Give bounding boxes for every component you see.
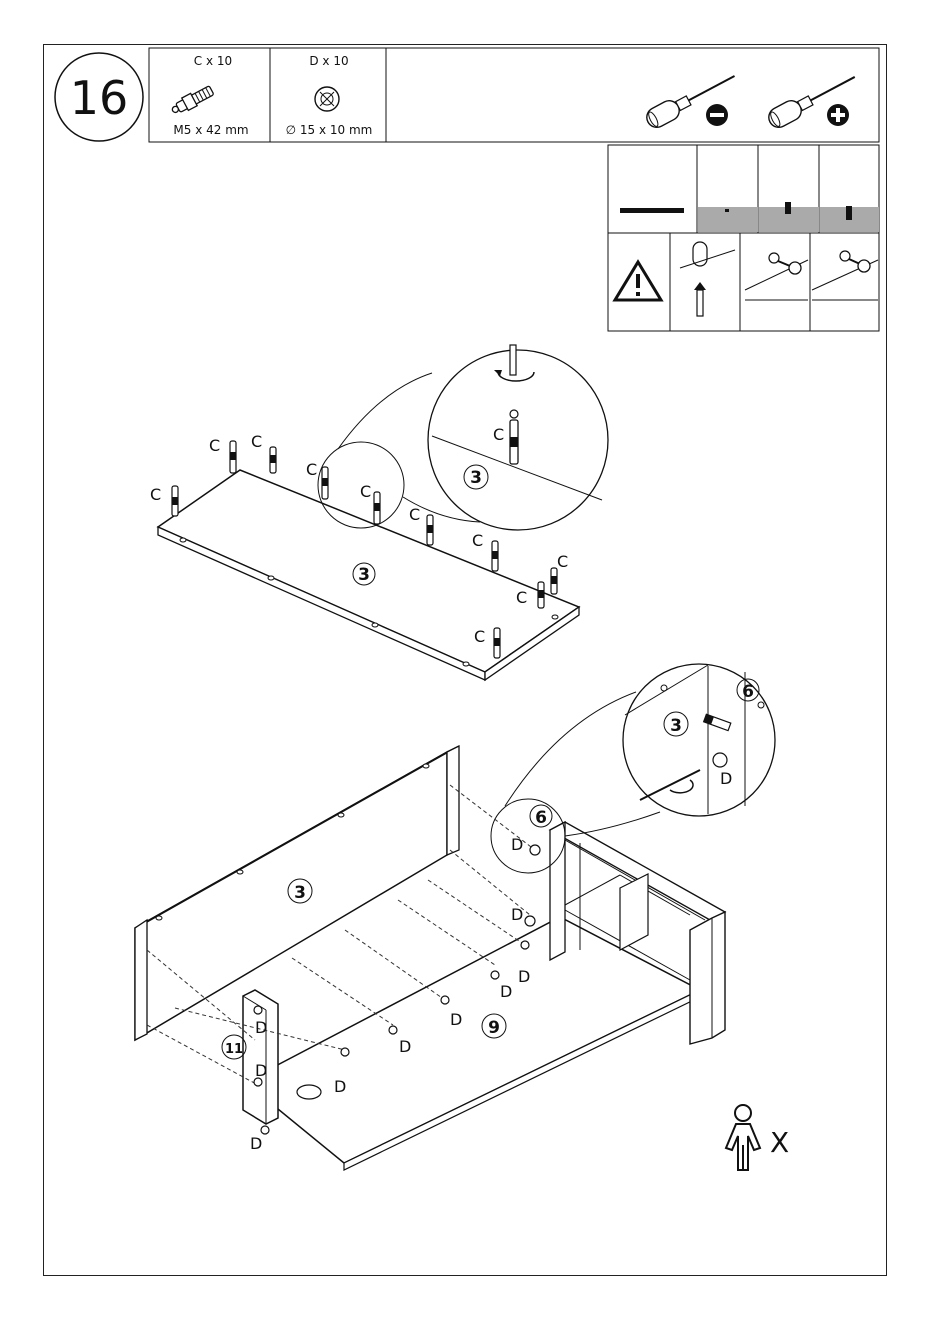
bolt-label-c: C [557, 552, 568, 571]
bottom-assembly-diagram: D D D D D D D D D D 3 9 11 6 [135, 664, 775, 1170]
svg-text:3: 3 [358, 565, 370, 585]
fitting-label-d: D [450, 1010, 462, 1029]
drill-depth-cell-1 [620, 208, 684, 213]
bolt-label-c: C [209, 436, 220, 455]
part-d-cell: D x 10 ∅ 15 x 10 mm [286, 54, 373, 137]
svg-text:3: 3 [670, 716, 682, 736]
drill-depth-cell-4 [820, 206, 879, 232]
svg-text:11: 11 [225, 1042, 243, 1057]
part-c-qty: C x 10 [194, 54, 232, 68]
flat-symbol [706, 104, 728, 126]
bolt-label-c: C [474, 627, 485, 646]
tighten-cam-step-icon [812, 251, 878, 300]
cam-lock-icon [315, 87, 339, 111]
person-count-label: X [770, 1126, 789, 1159]
svg-text:3: 3 [294, 883, 306, 903]
part-c-size: M5 x 42 mm [173, 123, 248, 137]
part-d-qty: D x 10 [309, 54, 348, 68]
bottom-detail-circle: 3 6 D [623, 664, 775, 816]
bolt-label-c: C [516, 588, 527, 607]
step-number: 16 [70, 71, 129, 125]
person-count: X [726, 1105, 789, 1170]
detail-fitting-label-d: D [720, 769, 732, 788]
insert-cam-step-icon [745, 253, 808, 300]
fitting-label-d: D [511, 835, 523, 854]
warning-icon [615, 262, 661, 300]
step-number-badge: 16 [55, 53, 143, 141]
drill-depth-cell-2 [698, 207, 758, 232]
fitting-label-d: D [511, 905, 523, 924]
part-d-size: ∅ 15 x 10 mm [286, 123, 373, 137]
top-assembly-diagram: C C C C C C C C C C 3 C [150, 345, 608, 680]
cam-bolt-icon [169, 84, 214, 117]
fitting-label-d: D [399, 1037, 411, 1056]
bolt-label-c: C [306, 460, 317, 479]
detail-bolt-label-c: C [493, 425, 504, 444]
person-icon [726, 1105, 760, 1170]
phillips-symbol [827, 104, 849, 126]
panel-label-11: 11 [222, 1035, 246, 1059]
bolt-label-c: C [150, 485, 161, 504]
panel-label-6: 6 [530, 805, 552, 828]
fitting-label-d: D [500, 982, 512, 1001]
drill-depth-cell-3 [759, 202, 819, 232]
bolt-label-c: C [251, 432, 262, 451]
part-c-cell: C x 10 M5 x 42 mm [169, 54, 248, 137]
fitting-label-d: D [334, 1077, 346, 1096]
fitting-label-d: D [250, 1134, 262, 1153]
bolt-label-c: C [409, 505, 420, 524]
instruction-grid [608, 145, 879, 331]
svg-text:9: 9 [488, 1018, 500, 1038]
insert-bolt-step-icon [680, 242, 735, 316]
fitting-label-d: D [255, 1061, 267, 1080]
parts-header: C x 10 M5 x 42 mm D x 10 ∅ 15 x 10 mm [149, 48, 879, 142]
fitting-label-d: D [255, 1018, 267, 1037]
bolt-label-c: C [360, 482, 371, 501]
fitting-label-d: D [518, 967, 530, 986]
bolt-label-c: C [472, 531, 483, 550]
svg-text:6: 6 [535, 808, 547, 828]
svg-text:6: 6 [742, 682, 754, 702]
top-detail-circle: C 3 [428, 345, 608, 530]
svg-text:3: 3 [470, 468, 482, 488]
